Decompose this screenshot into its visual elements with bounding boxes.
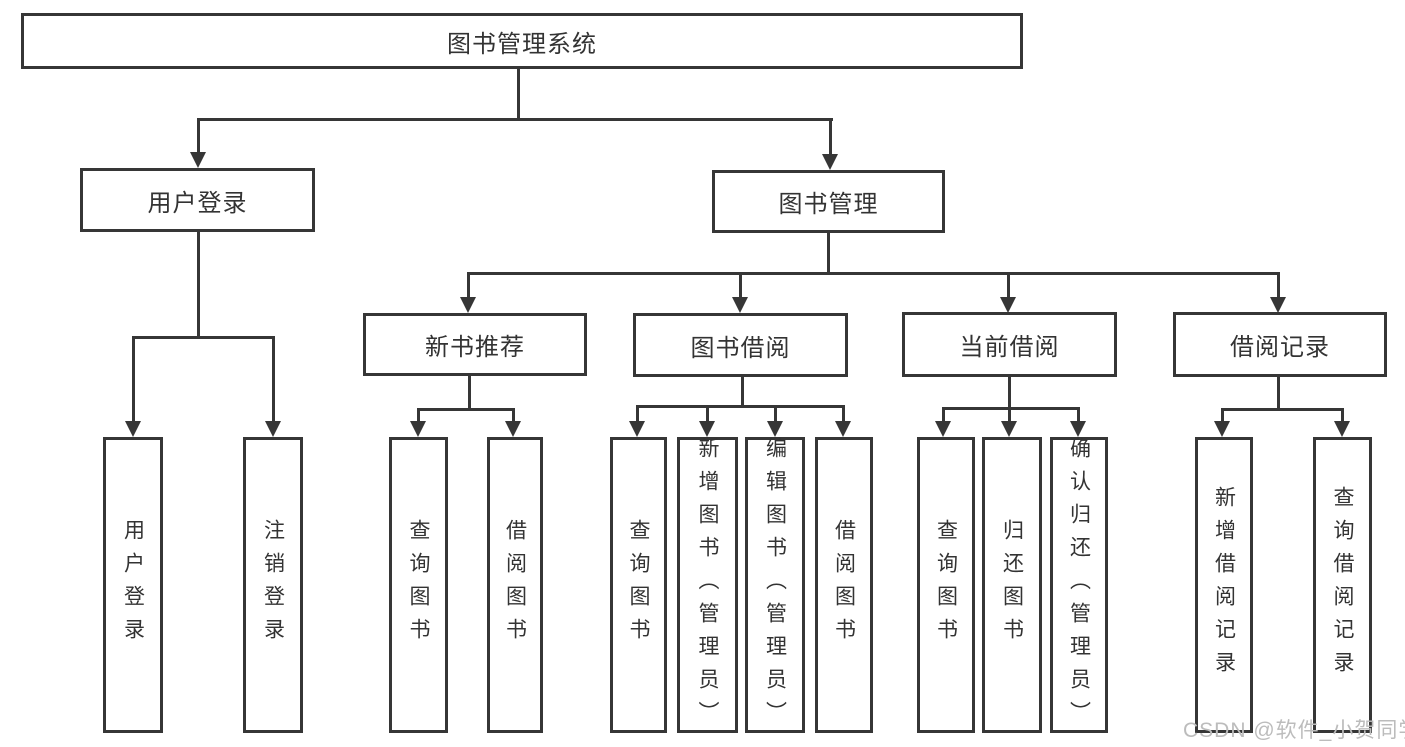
connector-to-leaf-logout	[272, 336, 275, 423]
connector-to-leaf-query3	[942, 407, 945, 423]
connector-to-leaf-add-record	[1221, 408, 1224, 423]
arrowhead-leaf-add-record	[1214, 421, 1230, 437]
node-library-system: 图书管理系统	[21, 13, 1023, 69]
node-borrowing-records: 借阅记录	[1173, 312, 1387, 377]
node-library-system-label: 图书管理系统	[447, 30, 597, 58]
node-book-management-label: 图书管理	[778, 191, 879, 218]
node-user-login: 用户登录	[80, 168, 315, 232]
arrowhead-leaf-query3	[935, 421, 951, 437]
connector-borrow-records-hbar	[1221, 408, 1344, 411]
connector-current-borrow-hbar	[942, 407, 1080, 410]
connector-book-mgmt-stem	[827, 233, 830, 272]
connector-to-leaf-user-login	[132, 336, 135, 423]
connector-new-books-stem	[468, 376, 471, 408]
leaf-user-login-label: 用户登录	[121, 519, 145, 651]
leaf-confirm-return-admin-label: 确认归还（管理员）	[1067, 436, 1091, 734]
arrowhead-user-login	[190, 152, 206, 168]
connector-current-borrow-stem	[1008, 377, 1011, 407]
connector-borrow-records-stem	[1277, 377, 1280, 408]
arrowhead-leaf-edit-books	[767, 421, 783, 437]
connector-to-leaf-confirm-return	[1077, 407, 1080, 423]
connector-user-login-hbar	[132, 336, 275, 339]
leaf-query-books-current-label: 查询图书	[934, 519, 958, 651]
connector-to-leaf-return	[1008, 407, 1011, 423]
arrowhead-leaf-return	[1001, 421, 1017, 437]
arrowhead-leaf-borrow2	[835, 421, 851, 437]
connector-to-leaf-add-books	[706, 405, 709, 423]
arrowhead-new-books	[460, 297, 476, 313]
leaf-query-borrow-record-label: 查询借阅记录	[1331, 486, 1354, 684]
leaf-logout: 注销登录	[243, 437, 303, 733]
leaf-query-books-borrowing: 查询图书	[610, 437, 667, 733]
csdn-watermark: CSDN @软件_小贺同学	[1183, 719, 1405, 742]
connector-to-leaf-borrow1	[512, 408, 515, 423]
connector-user-login-stem	[197, 232, 200, 336]
node-current-borrowing-label: 当前借阅	[959, 334, 1060, 361]
leaf-return-books: 归还图书	[982, 437, 1042, 733]
leaf-edit-books-admin-label: 编辑图书（管理员）	[763, 436, 787, 734]
connector-to-new-books	[467, 272, 470, 299]
node-book-management: 图书管理	[712, 170, 945, 233]
connector-to-leaf-query-record	[1341, 408, 1344, 423]
arrowhead-leaf-query2	[629, 421, 645, 437]
leaf-edit-books-admin: 编辑图书（管理员）	[745, 436, 805, 734]
connector-root-stem	[517, 69, 520, 118]
leaf-query-books-recommend: 查询图书	[389, 437, 448, 733]
connector-to-leaf-query1	[417, 408, 420, 423]
arrowhead-current-borrowing	[1000, 297, 1016, 313]
leaf-query-books-recommend-label: 查询图书	[407, 519, 430, 651]
arrowhead-book-management	[822, 154, 838, 170]
node-book-borrowing-label: 图书借阅	[690, 334, 791, 362]
connector-to-current-borrowing	[1007, 272, 1010, 299]
arrowhead-book-borrowing	[732, 297, 748, 313]
arrowhead-leaf-user-login	[125, 421, 141, 437]
connector-book-borrow-hbar	[636, 405, 845, 408]
node-borrowing-records-label: 借阅记录	[1230, 334, 1330, 361]
node-new-book-recommend-label: 新书推荐	[425, 334, 525, 361]
leaf-add-borrow-record: 新增借阅记录	[1195, 437, 1253, 733]
arrowhead-leaf-borrow1	[505, 421, 521, 437]
node-new-book-recommend: 新书推荐	[363, 313, 587, 376]
connector-to-book-management	[829, 118, 832, 156]
connector-root-hbar	[197, 118, 833, 121]
arrowhead-leaf-confirm-return	[1070, 421, 1086, 437]
leaf-logout-label: 注销登录	[261, 519, 285, 651]
arrowhead-leaf-query1	[410, 421, 426, 437]
connector-to-leaf-edit-books	[774, 405, 777, 423]
leaf-add-borrow-record-label: 新增借阅记录	[1212, 486, 1236, 684]
leaf-borrow-books-recommend-label: 借阅图书	[503, 519, 527, 651]
arrowhead-leaf-add-books	[699, 421, 715, 437]
arrowhead-leaf-query-record	[1334, 421, 1350, 437]
arrowhead-leaf-logout	[265, 421, 281, 437]
connector-to-leaf-query2	[636, 405, 639, 423]
connector-to-borrowing-records	[1277, 272, 1280, 299]
leaf-borrow-books-recommend: 借阅图书	[487, 437, 543, 733]
connector-new-books-hbar	[417, 408, 515, 411]
leaf-query-borrow-record: 查询借阅记录	[1313, 437, 1372, 733]
leaf-add-books-admin-label: 新增图书（管理员）	[696, 436, 719, 734]
connector-to-book-borrowing	[739, 272, 742, 299]
node-current-borrowing: 当前借阅	[902, 312, 1117, 377]
leaf-borrow-books-label: 借阅图书	[832, 519, 856, 651]
connector-to-user-login	[197, 118, 200, 154]
leaf-return-books-label: 归还图书	[1000, 519, 1024, 651]
node-user-login-label: 用户登录	[147, 189, 248, 217]
leaf-add-books-admin: 新增图书（管理员）	[677, 436, 738, 734]
leaf-query-books-current: 查询图书	[917, 437, 975, 733]
leaf-user-login: 用户登录	[103, 437, 163, 733]
leaf-borrow-books: 借阅图书	[815, 437, 873, 733]
node-book-borrowing: 图书借阅	[633, 313, 848, 377]
connector-to-leaf-borrow2	[842, 405, 845, 423]
connector-book-borrow-stem	[741, 377, 744, 405]
arrowhead-borrowing-records	[1270, 297, 1286, 313]
connector-book-mgmt-hbar	[467, 272, 1280, 275]
leaf-confirm-return-admin: 确认归还（管理员）	[1050, 436, 1108, 734]
leaf-query-books-borrowing-label: 查询图书	[627, 519, 650, 651]
